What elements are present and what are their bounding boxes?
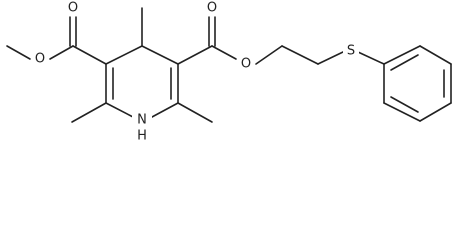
bond-c4-c5: [141, 45, 179, 65]
oxygen-left-ether: O: [35, 52, 45, 67]
bond-c3-ester-carbon: [72, 45, 107, 65]
sulfur-atom: S: [347, 44, 355, 59]
label-bg-sulfur: [343, 43, 359, 59]
bond-c2-n1: [105, 102, 134, 118]
phenyl-bond-1: [383, 45, 421, 65]
bond-c4-c3: [105, 45, 143, 65]
bond-ethyl-chain: [281, 45, 319, 65]
bond-chain-sulfur: [317, 51, 344, 65]
bond-c6-methyl: [177, 102, 213, 123]
nitrogen-atom: N: [137, 113, 147, 128]
molecule-structure: O O O O S N H: [6, 0, 452, 144]
phenyl-bond-5: [383, 102, 421, 122]
bond-ester-oxygen-left: [49, 45, 74, 60]
label-bg-o-right-ether: [237, 56, 255, 72]
oxygen-right-carbonyl: O: [207, 1, 217, 16]
phenyl-double-3: [390, 96, 419, 113]
label-bg-o-left-ether: [31, 51, 49, 67]
phenyl-bond-4: [419, 102, 452, 122]
bond-ester-oxygen-right: [211, 45, 237, 60]
hydrogen-atom: H: [137, 129, 147, 144]
bond-c6-n1: [151, 102, 179, 118]
label-bg-o-left-carbonyl: [64, 0, 82, 16]
structure-canvas: O O O O S N H: [6, 0, 452, 144]
oxygen-right-ether: O: [241, 57, 251, 72]
label-bg-nh: [132, 111, 152, 144]
phenyl-double-1: [390, 54, 419, 71]
oxygen-left-carbonyl: O: [68, 1, 78, 16]
atom-label-backgrounds: [31, 0, 359, 144]
bond-c5-ester-carbon: [177, 45, 213, 65]
bond-oxygen-ethyl: [255, 45, 283, 65]
bonds: [6, 7, 452, 123]
atom-labels: O O O O S N H: [35, 1, 355, 144]
bond-methoxy-methyl: [6, 45, 31, 60]
bond-c2-methyl: [71, 102, 107, 123]
label-bg-o-right-carbonyl: [203, 0, 221, 16]
bond-sulfur-phenyl: [357, 51, 385, 65]
phenyl-bond-2: [419, 45, 452, 65]
